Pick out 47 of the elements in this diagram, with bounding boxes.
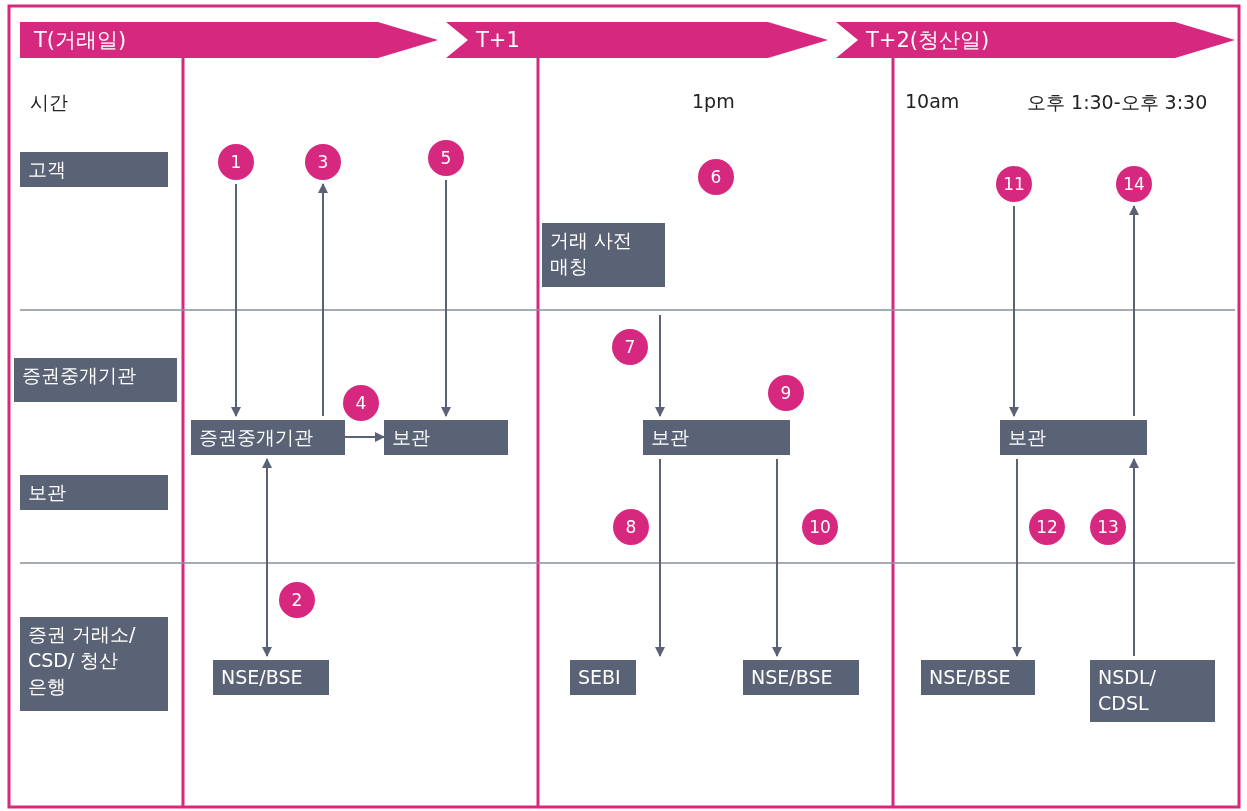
step-number: 14 [1116, 166, 1152, 202]
arrow [1129, 458, 1139, 657]
step-number: 5 [428, 140, 464, 176]
process-box: NSE/BSE [921, 660, 1035, 695]
arrow [655, 314, 665, 417]
process-box: NSDL/ CDSL [1090, 660, 1215, 722]
step-number: 3 [305, 144, 341, 180]
step-number: 13 [1090, 509, 1126, 545]
arrow [1012, 458, 1022, 657]
lane-label: 고객 [20, 152, 168, 187]
arrow [1129, 205, 1139, 417]
step-number: 7 [612, 329, 648, 365]
arrow [655, 458, 665, 657]
arrow [441, 179, 451, 417]
process-box: SEBI [570, 660, 636, 695]
step-number: 12 [1029, 509, 1065, 545]
lane-label: 증권중개기관 [14, 358, 177, 402]
time-label: 시간 [30, 90, 68, 115]
process-box: 보관 [1000, 420, 1147, 455]
step-number: 11 [996, 166, 1032, 202]
time-label: 1pm [692, 90, 735, 112]
step-number: 1 [218, 144, 254, 180]
step-number: 10 [802, 509, 838, 545]
time-label: 오후 1:30-오후 3:30 [1027, 90, 1208, 115]
process-box: 증권중개기관 [191, 420, 345, 455]
arrow [231, 183, 241, 417]
process-box: 보관 [643, 420, 790, 455]
step-number: 9 [768, 375, 804, 411]
time-label: 10am [905, 90, 960, 112]
arrow [318, 183, 328, 417]
lane-label: 증권 거래소/ CSD/ 청산 은행 [20, 617, 168, 711]
arrow [344, 432, 385, 442]
step-number: 8 [613, 509, 649, 545]
step-number: 4 [343, 385, 379, 421]
time-period-banner: T+1 [446, 22, 828, 58]
step-number: 6 [698, 159, 734, 195]
arrow [772, 458, 782, 657]
time-period-banner: T+2(청산일) [836, 22, 1235, 58]
process-box: 보관 [384, 420, 508, 455]
arrow [1009, 205, 1019, 417]
time-period-banner: T(거래일) [20, 22, 438, 58]
process-box: NSE/BSE [743, 660, 859, 695]
arrow [262, 458, 272, 657]
step-number: 2 [279, 582, 315, 618]
lane-label: 보관 [20, 475, 168, 510]
process-box: NSE/BSE [213, 660, 329, 695]
process-box: 거래 사전 매칭 [542, 223, 665, 287]
